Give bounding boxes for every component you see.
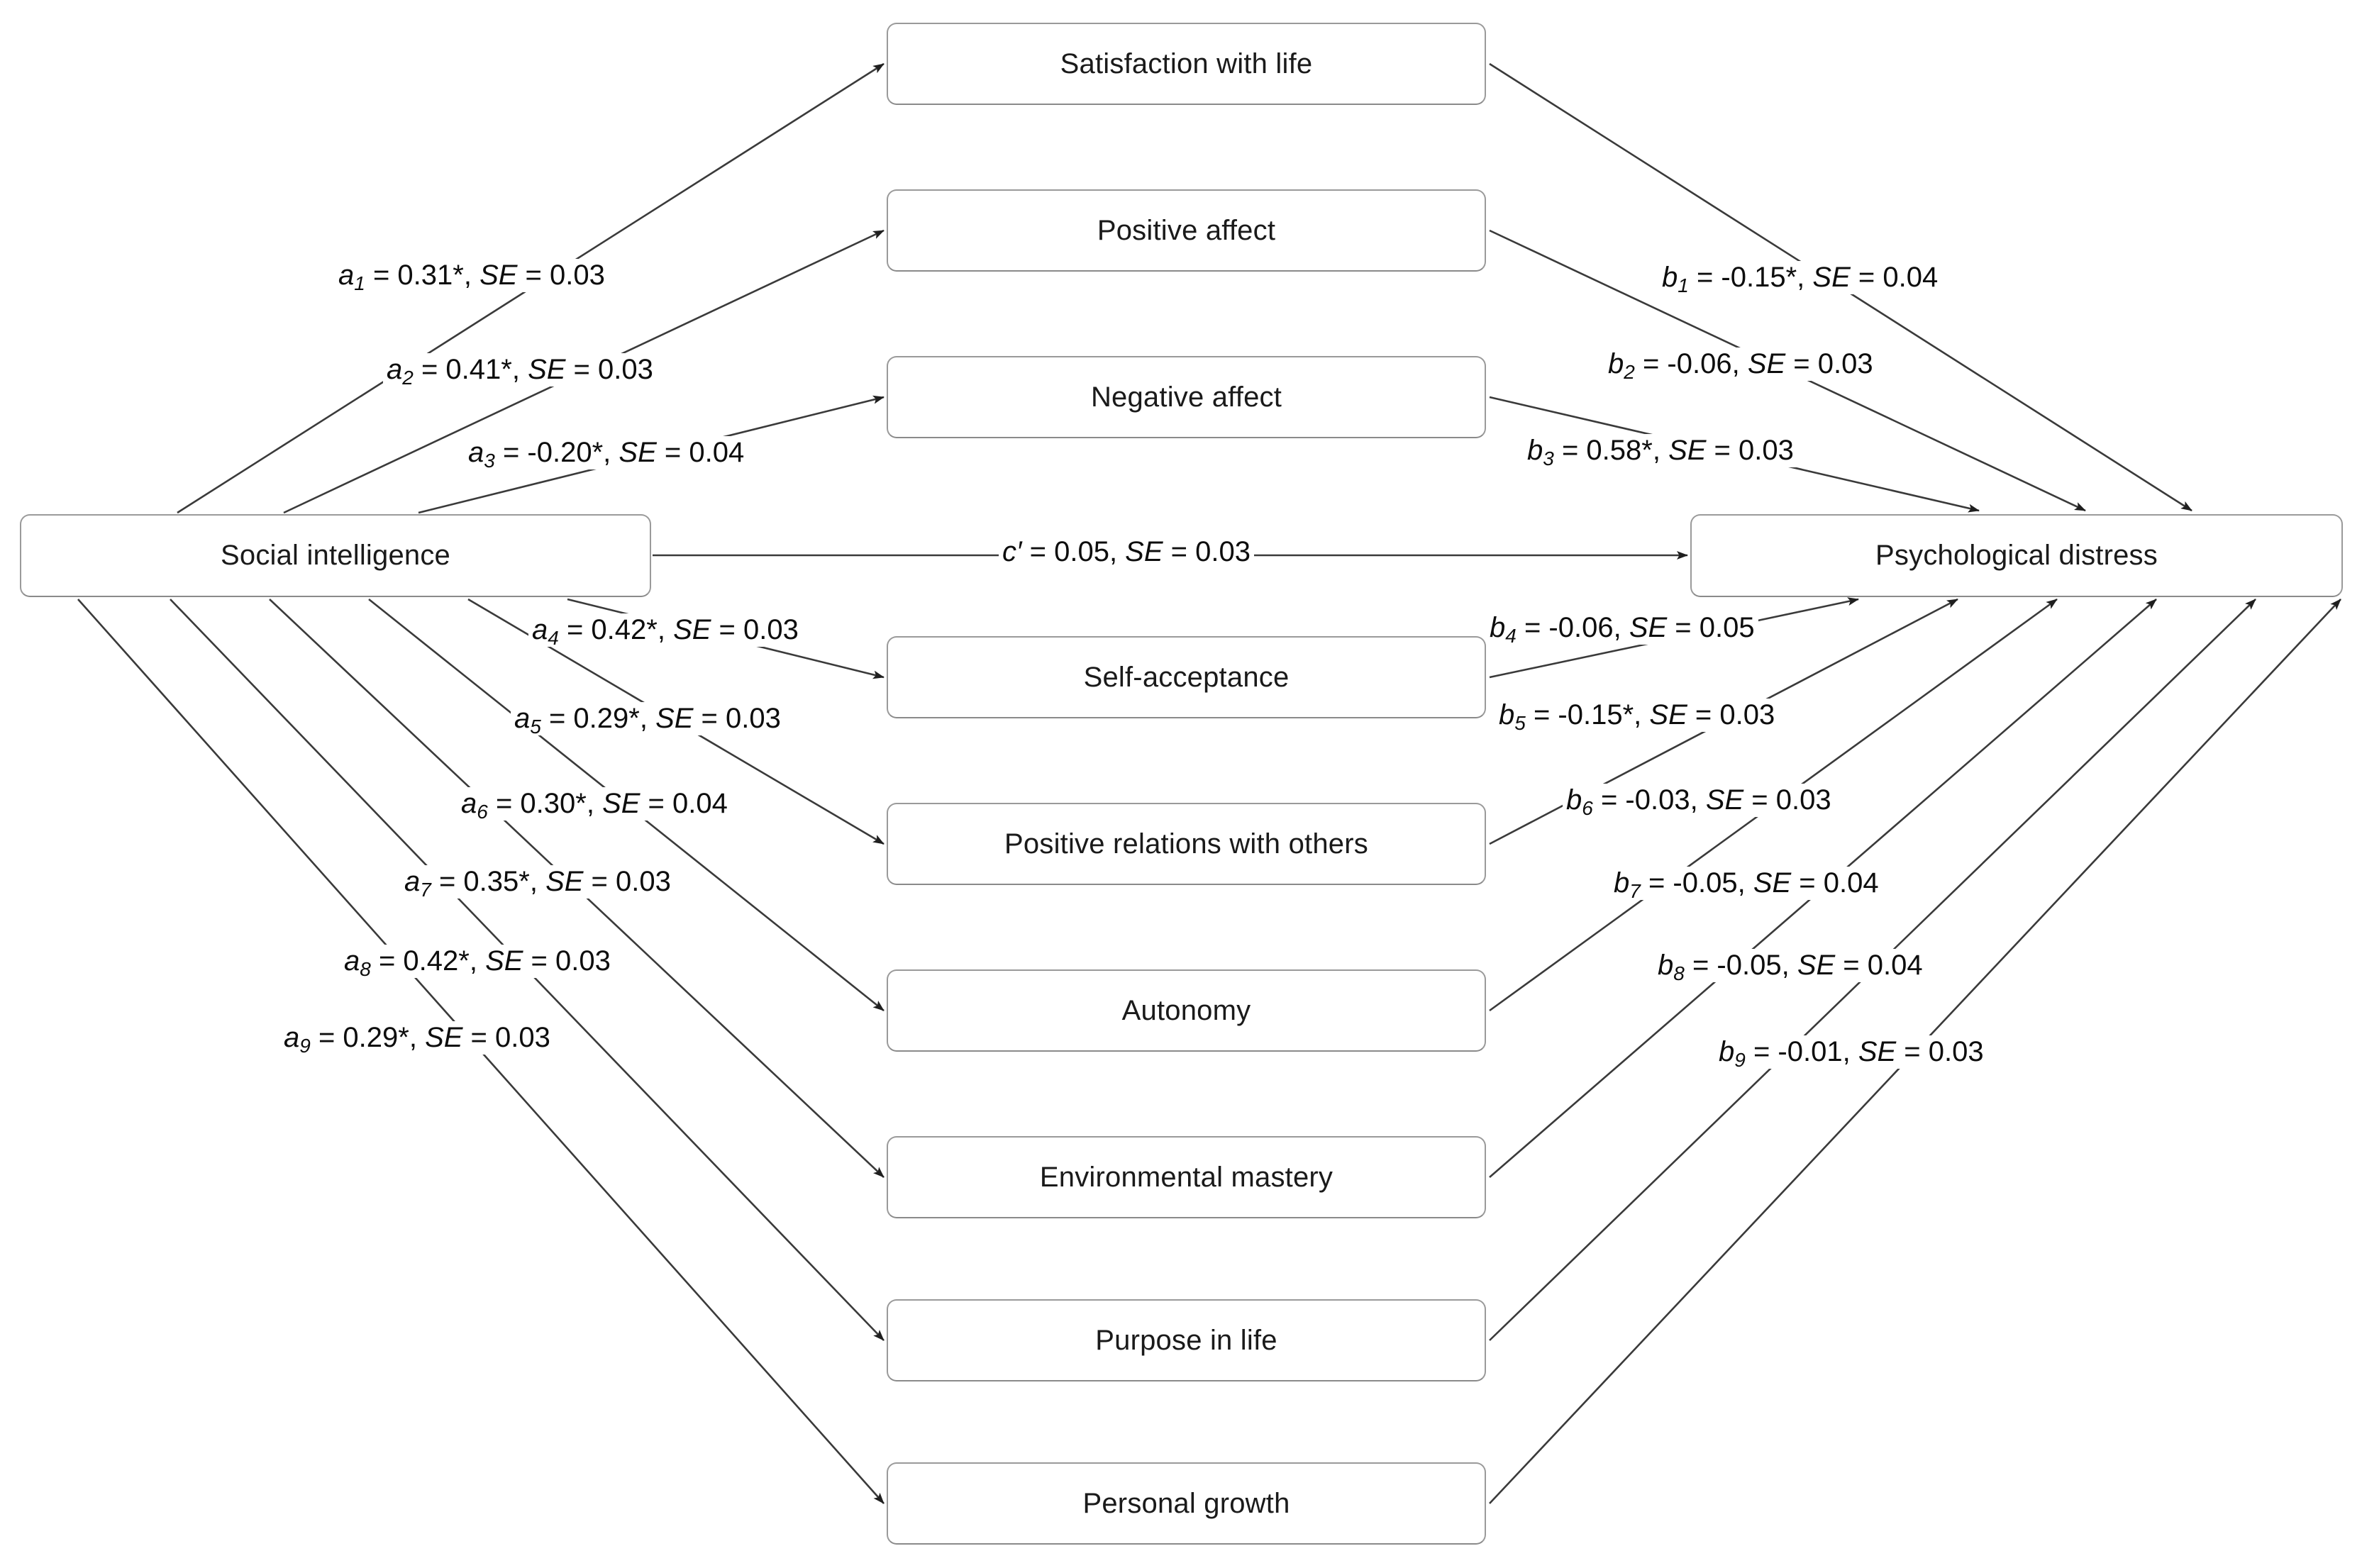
node-negative-affect[interactable]: Negative affect (887, 356, 1486, 438)
node-positive-relations-with-others[interactable]: Positive relations with others (887, 803, 1486, 885)
path-label-a9: a9 = 0.29*, SE = 0.03 (280, 1021, 554, 1057)
path-label-a4: a4 = 0.42*, SE = 0.03 (528, 613, 802, 649)
path-label-a3: a3 = -0.20*, SE = 0.04 (465, 436, 748, 472)
node-self-acceptance[interactable]: Self-acceptance (887, 636, 1486, 718)
node-satisfaction-with-life[interactable]: Satisfaction with life (887, 23, 1486, 105)
node-label: Environmental mastery (1039, 1161, 1334, 1193)
node-social-intelligence[interactable]: Social intelligence (20, 514, 651, 597)
node-label: Negative affect (1090, 381, 1282, 413)
path-label-a5: a5 = 0.29*, SE = 0.03 (511, 702, 784, 738)
path-label-c-prime: c′ = 0.05, SE = 0.03 (999, 535, 1254, 569)
node-label: Positive relations with others (1004, 828, 1368, 860)
node-autonomy[interactable]: Autonomy (887, 969, 1486, 1052)
node-personal-growth[interactable]: Personal growth (887, 1462, 1486, 1545)
path-label-b3: b3 = 0.58*, SE = 0.03 (1524, 434, 1797, 469)
node-label: Psychological distress (1875, 540, 2158, 571)
node-label: Social intelligence (221, 540, 450, 571)
path-label-b9: b9 = -0.01, SE = 0.03 (1715, 1035, 1987, 1071)
node-label: Purpose in life (1095, 1324, 1277, 1356)
path-label-b8: b8 = -0.05, SE = 0.04 (1654, 949, 1926, 984)
path-label-b5: b5 = -0.15*, SE = 0.03 (1495, 699, 1779, 734)
path-label-b1: b1 = -0.15*, SE = 0.04 (1658, 261, 1942, 296)
path-label-a7: a7 = 0.35*, SE = 0.03 (401, 865, 675, 901)
path-label-b7: b7 = -0.05, SE = 0.04 (1610, 867, 1883, 902)
node-psychological-distress[interactable]: Psychological distress (1690, 514, 2343, 597)
node-environmental-mastery[interactable]: Environmental mastery (887, 1136, 1486, 1218)
path-label-b6: b6 = -0.03, SE = 0.03 (1563, 784, 1835, 819)
node-purpose-in-life[interactable]: Purpose in life (887, 1299, 1486, 1381)
node-positive-affect[interactable]: Positive affect (887, 189, 1486, 272)
node-label: Personal growth (1082, 1487, 1290, 1519)
path-label-a2: a2 = 0.41*, SE = 0.03 (383, 353, 657, 389)
path-label-a6: a6 = 0.30*, SE = 0.04 (458, 787, 731, 823)
path-label-a1: a1 = 0.31*, SE = 0.03 (335, 259, 609, 294)
path-label-b2: b2 = -0.06, SE = 0.03 (1604, 347, 1877, 383)
node-label: Autonomy (1121, 994, 1251, 1026)
node-label: Self-acceptance (1083, 661, 1290, 693)
path-label-a8: a8 = 0.42*, SE = 0.03 (340, 945, 614, 980)
node-label: Positive affect (1097, 214, 1276, 246)
path-label-b4: b4 = -0.06, SE = 0.05 (1486, 611, 1758, 647)
node-label: Satisfaction with life (1060, 48, 1313, 79)
